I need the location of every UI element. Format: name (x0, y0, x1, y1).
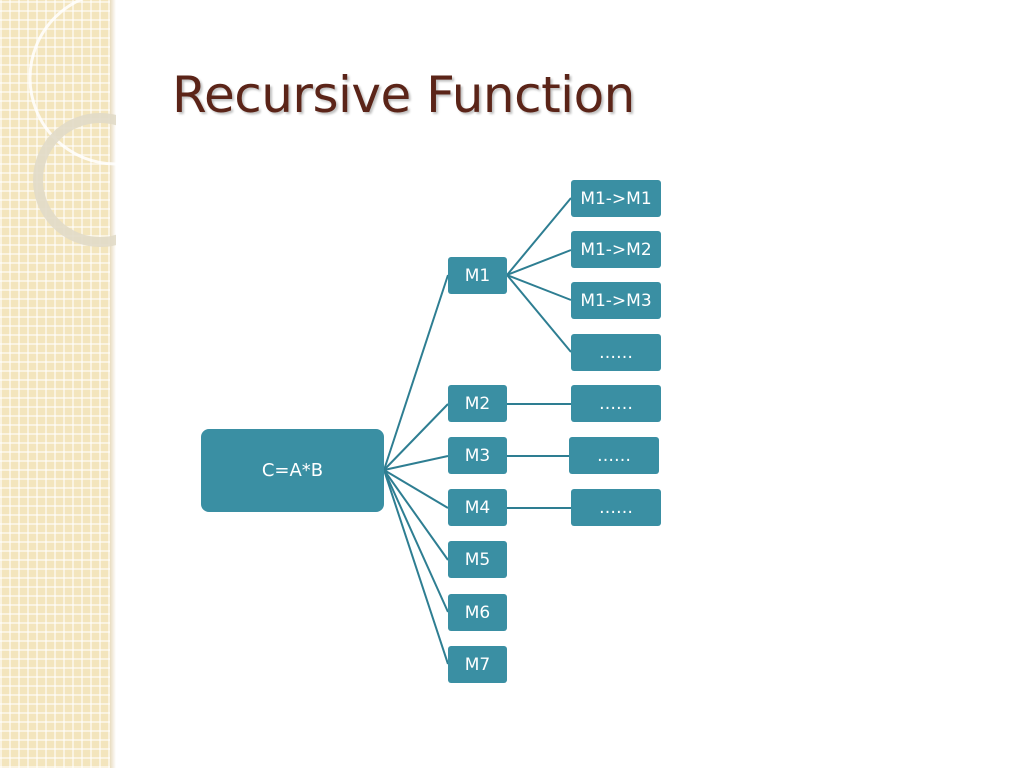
connector-m1-m1m3 (506, 274, 572, 301)
side-decoration-band (0, 0, 110, 768)
node-m7: M7 (448, 646, 507, 683)
connector-root-m7 (383, 469, 449, 665)
connector-m1-m1m1 (506, 197, 572, 276)
connector-root-m6 (383, 469, 449, 613)
connector-root-m3 (383, 455, 449, 471)
decorative-rings (28, 0, 116, 247)
node-m2-ellipsis: …… (571, 385, 661, 422)
node-m3-ellipsis: …… (569, 437, 659, 474)
side-decoration-edge (110, 0, 116, 768)
connector-root-m5 (383, 469, 449, 561)
connector-root-m1 (383, 274, 449, 471)
node-m1-m1: M1->M1 (571, 180, 661, 217)
node-root: C=A*B (201, 429, 384, 512)
node-m1-ellipsis: …… (571, 334, 661, 371)
node-m5: M5 (448, 541, 507, 578)
slide-title: Recursive Function (172, 66, 635, 124)
node-m1: M1 (448, 257, 507, 294)
node-m2: M2 (448, 385, 507, 422)
node-m1-m2: M1->M2 (571, 231, 661, 268)
node-m4: M4 (448, 489, 507, 526)
connector-m1-m1m2 (506, 249, 572, 276)
connector-root-m4 (383, 469, 449, 509)
ring-large (28, 0, 116, 166)
node-m1-m3: M1->M3 (571, 282, 661, 319)
node-m3: M3 (448, 437, 507, 474)
connector-root-m2 (383, 403, 449, 471)
connector-m1-ellipsis (506, 274, 572, 353)
node-m6: M6 (448, 594, 507, 631)
node-m4-ellipsis: …… (571, 489, 661, 526)
ring-thick (33, 113, 116, 247)
